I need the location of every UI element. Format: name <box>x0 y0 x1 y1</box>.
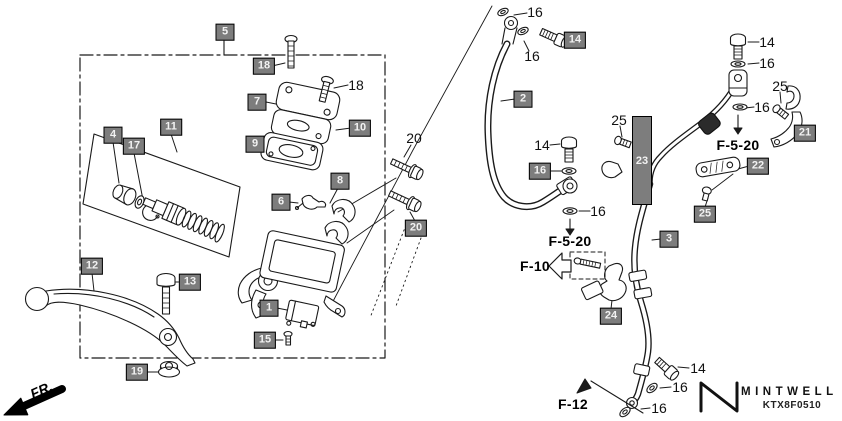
part-label-22[interactable]: 22 <box>746 157 770 175</box>
banjo-bolt-14-mid[interactable] <box>560 136 578 163</box>
part-label-14[interactable]: 14 <box>563 31 587 49</box>
section-ref-F520[interactable]: F-5-20 <box>716 137 760 153</box>
callout-14: 14 <box>690 360 706 376</box>
sealing-washer-16-rear1[interactable] <box>730 60 746 68</box>
handlebar-clamp[interactable] <box>324 198 356 245</box>
cover-screw-b[interactable] <box>316 75 334 103</box>
callout-16: 16 <box>759 55 775 71</box>
section-ref-F10[interactable]: F-10 <box>520 258 550 274</box>
f12-arrow <box>576 378 644 414</box>
part-label-2[interactable]: 2 <box>513 90 533 108</box>
sealing-washer-16-rear2[interactable] <box>732 103 748 111</box>
lever-pivot-nut[interactable] <box>157 360 181 378</box>
lever-pivot-bolt[interactable] <box>156 272 176 315</box>
part-label-20[interactable]: 20 <box>404 219 428 237</box>
brand-name: MINTWELL <box>741 386 838 398</box>
callout-16: 16 <box>754 99 770 115</box>
part-label-15[interactable]: 15 <box>253 331 277 349</box>
callout-14: 14 <box>759 34 775 50</box>
brake-light-switch[interactable] <box>284 299 320 331</box>
brand-logo-icon <box>699 381 739 413</box>
master-cylinder-body[interactable] <box>237 230 346 319</box>
clamp-bolt-20b[interactable] <box>387 187 423 214</box>
callout-14: 14 <box>534 137 550 153</box>
f10-arrow <box>548 252 572 280</box>
part-label-12[interactable]: 12 <box>80 257 104 275</box>
bleeder-screw[interactable] <box>283 330 293 346</box>
callout-18: 18 <box>348 77 364 93</box>
callout-16: 16 <box>527 4 543 20</box>
part-label-11[interactable]: 11 <box>160 118 182 136</box>
f10-reference <box>548 251 606 280</box>
hose-stay-22[interactable] <box>695 156 741 191</box>
section-ref-F12[interactable]: F-12 <box>558 396 588 412</box>
sealing-washer-16-b1[interactable] <box>645 381 659 394</box>
brake-lever[interactable] <box>24 286 196 367</box>
leader-lines <box>91 12 798 410</box>
flange-bolt-25a[interactable] <box>614 135 632 149</box>
piston-spring[interactable] <box>180 209 226 243</box>
piston-boot[interactable] <box>110 182 147 210</box>
rear-brake-pipe[interactable] <box>601 69 748 185</box>
fr-arrow <box>3 385 66 416</box>
long-leader-lines <box>329 5 493 319</box>
part-label-10[interactable]: 10 <box>348 119 372 137</box>
part-label-25[interactable]: 25 <box>693 205 717 223</box>
part-label-9[interactable]: 9 <box>245 135 265 153</box>
cover-screw-a[interactable] <box>284 34 298 69</box>
rear-brake-hose[interactable] <box>625 180 654 410</box>
flange-bolt-25b[interactable] <box>771 103 790 120</box>
piston-kit-outline <box>82 133 241 258</box>
part-label-21[interactable]: 21 <box>793 124 817 142</box>
flange-bolt-25c[interactable] <box>700 186 712 202</box>
f520-arrow-right <box>733 114 743 135</box>
part-label-1[interactable]: 1 <box>259 299 279 317</box>
part-label-24[interactable]: 24 <box>599 307 623 325</box>
callout-25: 25 <box>611 112 627 128</box>
part-label-16[interactable]: 16 <box>528 162 552 180</box>
master-cylinder-piston[interactable] <box>141 193 188 227</box>
diaphragm[interactable] <box>260 131 325 171</box>
part-label-18[interactable]: 18 <box>252 57 276 75</box>
callout-16: 16 <box>651 400 667 416</box>
part-label-23-highlight-bar[interactable]: 23 <box>632 116 652 205</box>
part-label-13[interactable]: 13 <box>178 273 202 291</box>
diagram-part-code: KTX8F0510 <box>762 400 822 411</box>
part-label-5[interactable]: 5 <box>215 23 235 41</box>
part-label-8[interactable]: 8 <box>330 172 350 190</box>
part-label-19[interactable]: 19 <box>125 363 149 381</box>
part-label-17[interactable]: 17 <box>122 137 146 155</box>
part-label-7[interactable]: 7 <box>247 93 267 111</box>
section-ref-F520[interactable]: F-5-20 <box>548 233 592 249</box>
sealing-washer-16-mid1[interactable] <box>561 167 577 175</box>
f520-arrow-left <box>565 218 575 236</box>
callout-20: 20 <box>406 130 422 146</box>
callout-16: 16 <box>524 48 540 64</box>
sealing-washer-16-b2[interactable] <box>618 405 632 418</box>
front-brake-hose[interactable] <box>484 7 578 211</box>
part-label-4[interactable]: 4 <box>103 126 123 144</box>
part-label-6[interactable]: 6 <box>271 193 291 211</box>
banjo-bolt-14-bottom[interactable] <box>653 356 680 382</box>
banjo-bolt-14-rear-top[interactable] <box>729 33 747 60</box>
assembly-group-box <box>79 39 386 359</box>
part-label-3[interactable]: 3 <box>659 230 679 248</box>
sealing-washer-16-mid2[interactable] <box>562 207 578 215</box>
callout-16: 16 <box>590 203 606 219</box>
hose-clamp-24[interactable] <box>580 262 627 302</box>
lever-spring[interactable] <box>294 194 327 211</box>
callout-25: 25 <box>772 78 788 94</box>
clamp-bolt-20a[interactable] <box>389 155 425 182</box>
callout-16: 16 <box>672 379 688 395</box>
